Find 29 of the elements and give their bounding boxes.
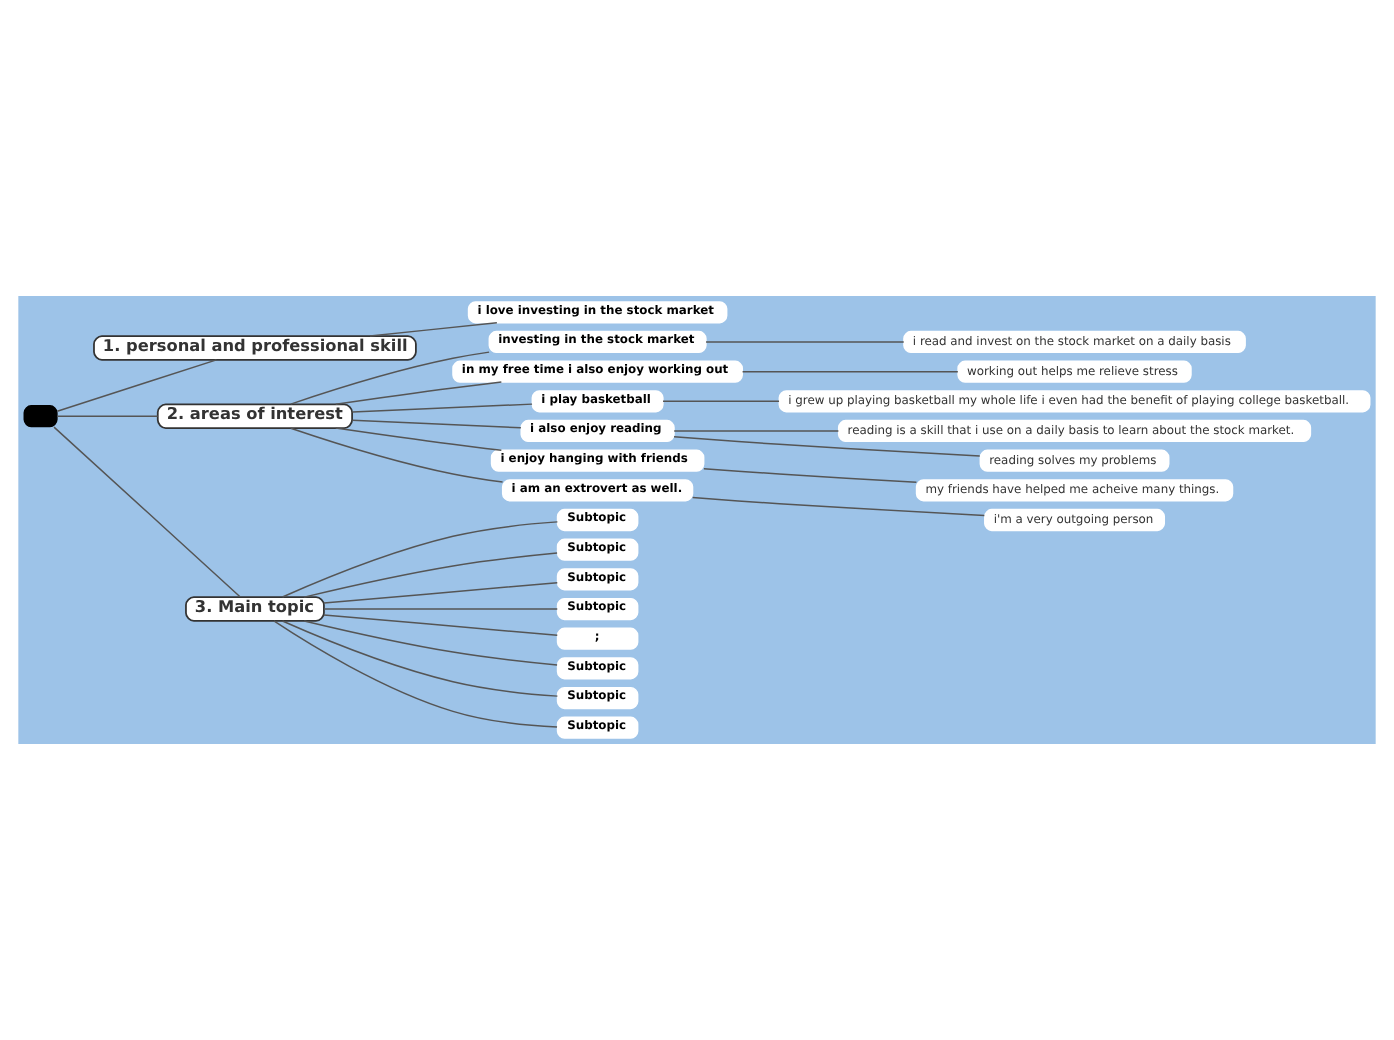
connector — [273, 620, 558, 728]
connector — [56, 415, 159, 417]
node-box — [23, 405, 58, 428]
connector — [303, 620, 558, 666]
connector — [290, 351, 490, 405]
connector — [56, 359, 218, 412]
connector — [673, 436, 981, 457]
connector — [323, 614, 559, 636]
connector — [351, 403, 533, 413]
connector — [290, 427, 504, 483]
connector — [705, 341, 905, 343]
connector — [662, 400, 780, 403]
connector — [323, 582, 559, 604]
connector — [703, 468, 918, 483]
connector — [369, 322, 498, 337]
connector — [281, 521, 559, 598]
connector — [741, 370, 959, 373]
connector — [351, 419, 522, 429]
connector — [335, 427, 503, 451]
connector — [281, 620, 559, 697]
connector — [691, 496, 986, 517]
connector — [673, 430, 840, 432]
node-box: 2. areas of interest — [156, 403, 353, 429]
connector — [323, 608, 559, 610]
connector — [335, 381, 503, 405]
connector — [303, 552, 558, 598]
connector — [53, 426, 241, 598]
node-box: 3. Main topic — [185, 596, 325, 622]
node-box: 1. personal and professional skill — [93, 335, 417, 361]
